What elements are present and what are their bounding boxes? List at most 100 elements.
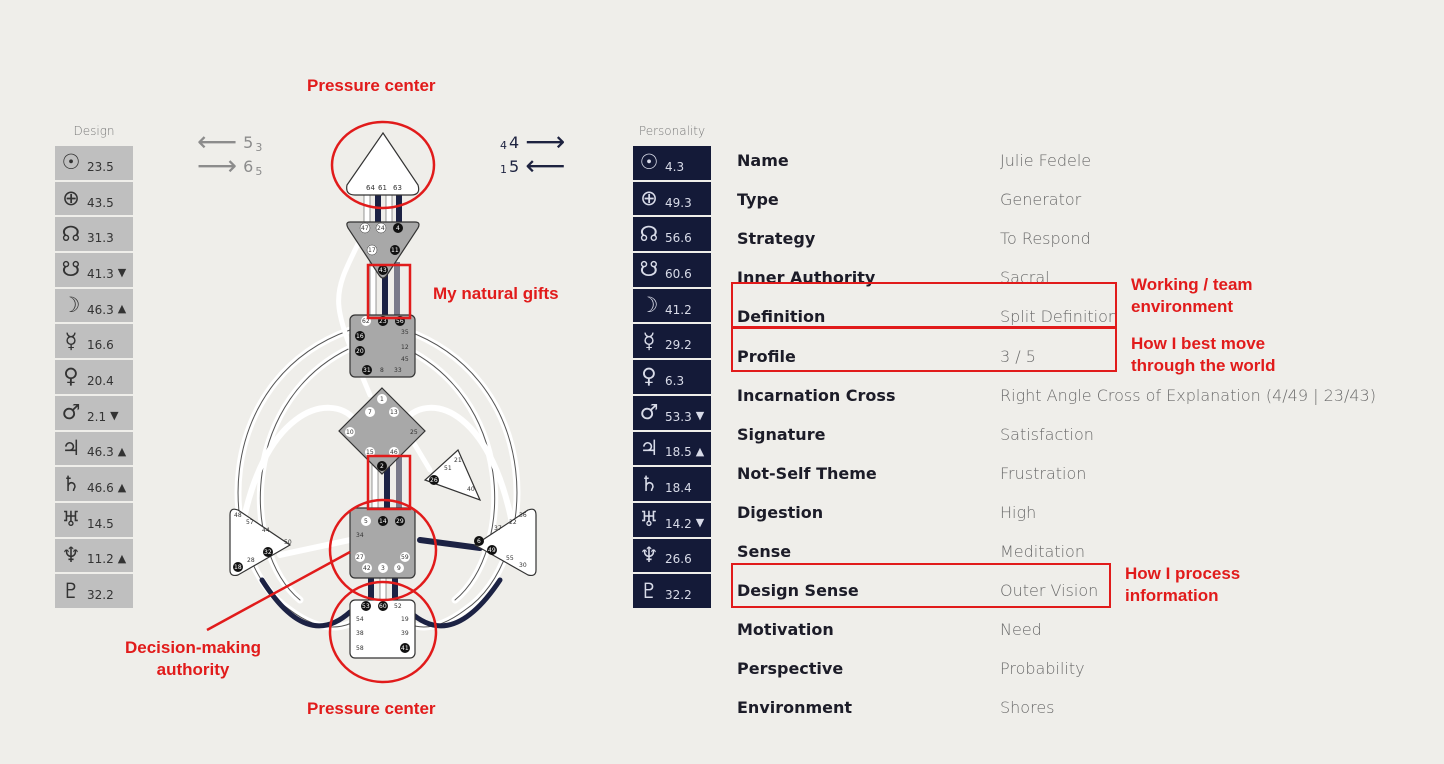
ego-highlight-box bbox=[366, 454, 412, 511]
planet-value: 31.3 bbox=[87, 231, 114, 246]
root-center: 53 60 52 54 19 38 39 58 41 bbox=[349, 599, 416, 659]
sacral-center: 5 14 29 34 27 59 42 3 9 bbox=[349, 507, 416, 579]
info-value: Split Definition bbox=[1000, 307, 1119, 327]
north-node-icon: ☊ bbox=[639, 221, 659, 246]
design-planet-saturn: ♄46.6▲ bbox=[55, 467, 133, 501]
annotation-marks bbox=[206, 120, 438, 684]
profile-highlight-box bbox=[731, 327, 1117, 372]
personality-arrow-pre: 1 bbox=[500, 162, 507, 176]
gate-label: 23 bbox=[379, 318, 387, 325]
info-value: Outer Vision bbox=[1000, 581, 1099, 601]
gate-label: 1 bbox=[380, 396, 384, 403]
info-key: Name bbox=[737, 151, 789, 171]
gate-label: 11 bbox=[391, 247, 399, 254]
personality-planet-moon: ☽41.2 bbox=[633, 288, 711, 323]
info-key: Perspective bbox=[737, 659, 844, 679]
planet-value: 46.6 bbox=[87, 481, 114, 496]
gate-label: 54 bbox=[356, 616, 364, 623]
jupiter-icon: ♃ bbox=[639, 435, 659, 460]
info-value: Satisfaction bbox=[1000, 424, 1094, 444]
planet-value: 49.3 bbox=[665, 195, 692, 210]
detriment-arrow-icon: ▼ bbox=[695, 516, 705, 530]
gate-label: 64 bbox=[366, 184, 375, 192]
gate-label: 44 bbox=[262, 527, 270, 534]
personality-planet-mercury: ☿29.2 bbox=[633, 324, 711, 359]
planet-value: 2.1 bbox=[87, 409, 107, 424]
design-planet-jupiter: ♃46.3▲ bbox=[55, 431, 133, 466]
gate-label: 55 bbox=[506, 555, 514, 562]
info-value: Frustration bbox=[1000, 463, 1087, 483]
info-value: Meditation bbox=[1000, 541, 1085, 561]
arrow-right-icon: ⟶ bbox=[197, 149, 238, 182]
design-planet-venus: ♀20.4 bbox=[55, 360, 133, 394]
detriment-arrow-icon: ▼ bbox=[110, 409, 119, 423]
design-planet-south-node: ☋41.3▼ bbox=[55, 253, 133, 287]
authority-pointer-line bbox=[206, 550, 351, 632]
personality-planet-mars: ♂53.3▼ bbox=[633, 395, 711, 430]
gate-label: 17 bbox=[368, 247, 376, 254]
gate-label: 2 bbox=[380, 463, 384, 470]
gate-label: 36 bbox=[519, 512, 527, 519]
venus-icon: ♀ bbox=[63, 364, 79, 389]
north-node-icon: ☊ bbox=[61, 221, 81, 246]
gate-label: 48 bbox=[234, 512, 242, 519]
gate-label: 24 bbox=[377, 225, 385, 232]
planet-value: 53.3 bbox=[665, 409, 692, 424]
gate-label: 32 bbox=[264, 549, 272, 556]
gate-label: 47 bbox=[361, 225, 369, 232]
info-key: Environment bbox=[737, 698, 853, 718]
south-node-icon: ☋ bbox=[61, 257, 81, 282]
gate-label: 33 bbox=[394, 367, 402, 374]
design-planet-column: ☉23.5⊕43.5☊31.3☋41.3▼☽46.3▲☿16.6♀20.4♂2.… bbox=[55, 146, 133, 608]
spleen-center: 48 57 44 50 32 28 18 bbox=[229, 508, 292, 577]
planet-value: 18.4 bbox=[665, 481, 692, 496]
pressure-center-top-label: Pressure center bbox=[307, 76, 436, 95]
gate-label: 5 bbox=[364, 518, 368, 525]
decision-authority-label: Decision-making authority bbox=[113, 637, 273, 681]
info-value: Generator bbox=[1000, 190, 1082, 210]
planet-value: 18.5 bbox=[665, 445, 692, 460]
personality-planet-sun: ☉4.3 bbox=[633, 146, 711, 180]
design-planet-sun: ☉23.5 bbox=[55, 146, 133, 180]
info-value: Need bbox=[1000, 620, 1042, 640]
personality-planet-venus: ♀6.3 bbox=[633, 360, 711, 394]
neptune-icon: ♆ bbox=[61, 542, 81, 567]
saturn-icon: ♄ bbox=[61, 471, 81, 496]
design-planet-mars: ♂2.1▼ bbox=[55, 395, 133, 430]
exalted-arrow-icon: ▲ bbox=[117, 444, 127, 458]
venus-icon: ♀ bbox=[641, 364, 657, 389]
info-key: Strategy bbox=[737, 229, 816, 249]
exalted-arrow-icon: ▲ bbox=[695, 444, 705, 458]
process-label-line1: How I process bbox=[1125, 564, 1241, 583]
gate-label: 22 bbox=[509, 519, 517, 526]
personality-planet-uranus: ♅14.2▼ bbox=[633, 502, 711, 537]
gate-label: 19 bbox=[401, 616, 409, 623]
planet-value: 29.2 bbox=[665, 338, 692, 353]
planet-value: 41.3 bbox=[87, 266, 114, 281]
arrow-right-icon: ⟶ bbox=[525, 125, 566, 158]
pluto-icon: ♇ bbox=[639, 578, 659, 603]
info-key: Not-Self Theme bbox=[737, 463, 877, 483]
gate-label: 53 bbox=[362, 603, 370, 610]
gate-label: 29 bbox=[396, 518, 404, 525]
decision-label-line1: Decision-making bbox=[124, 638, 262, 657]
process-label-line2: information bbox=[1125, 586, 1219, 605]
process-information-label: How I process information bbox=[1125, 563, 1240, 607]
design-arrow-value: 6 bbox=[243, 156, 254, 176]
sun-icon: ☉ bbox=[61, 150, 81, 175]
design-arrow-sub: 5 bbox=[255, 164, 263, 178]
planet-value: 32.2 bbox=[665, 588, 692, 603]
g-center: 1 7 13 10 25 15 46 2 bbox=[338, 387, 426, 475]
